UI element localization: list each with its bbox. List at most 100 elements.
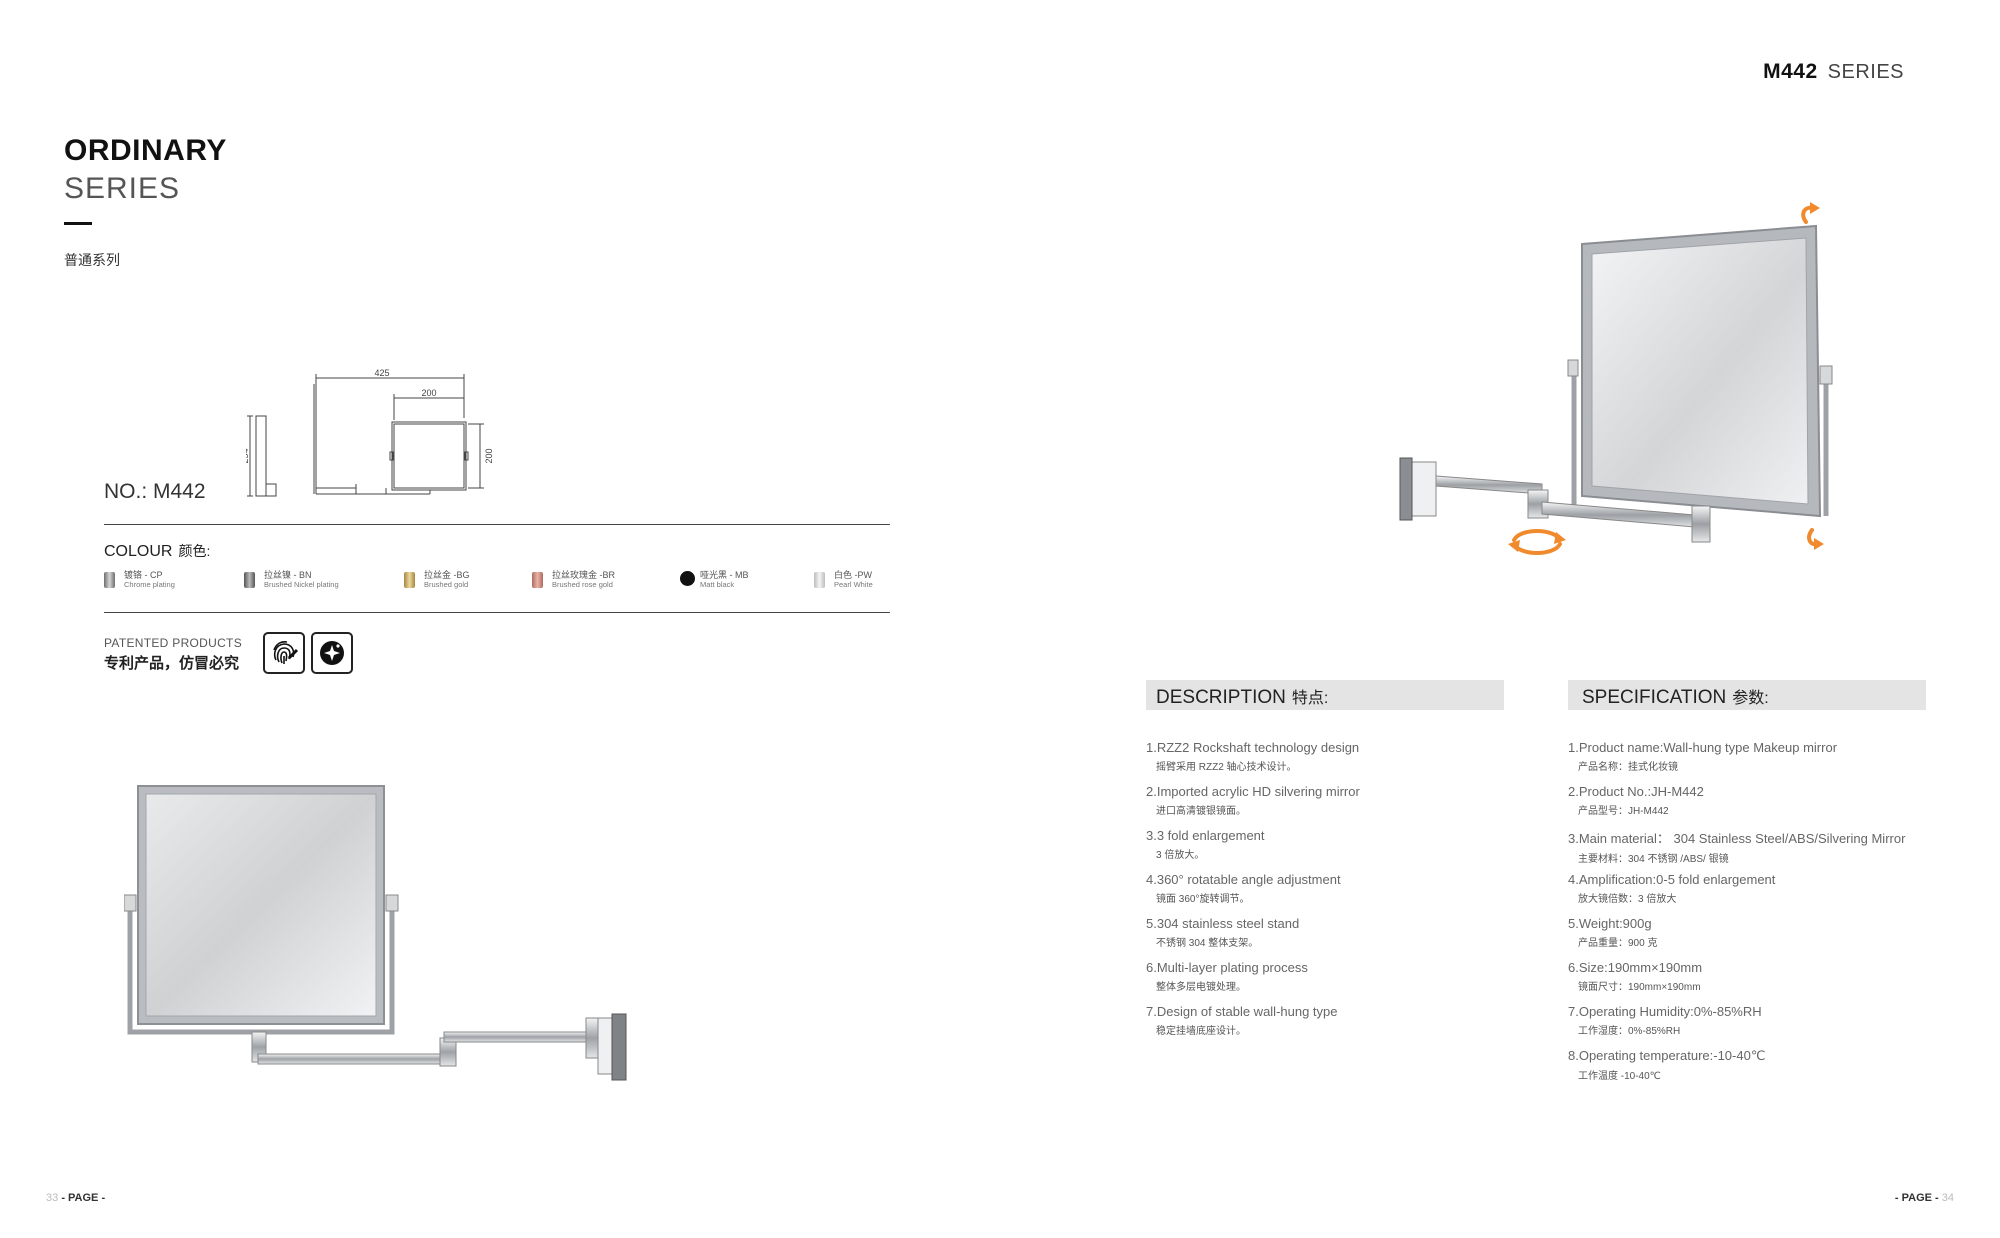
dim-mirror-height: 200 <box>484 448 494 463</box>
specification-item-cn: 产品名称：挂式化妆镜 <box>1578 762 1678 773</box>
specification-item-en: 4.Amplification:0-5 fold enlargement <box>1568 872 1776 887</box>
specification-item-cn: 产品型号：JH-M442 <box>1578 806 1669 817</box>
dim-mirror-width: 200 <box>421 388 436 398</box>
colour-label: COLOUR <box>104 543 173 560</box>
colour-option-cn: 哑光黑 - MB <box>700 570 749 580</box>
list-item: 8.Operating temperature:-10-40℃ 工作温度 -10-… <box>1568 1048 1765 1082</box>
series-tag: M442 SERIES <box>1763 60 1904 84</box>
colour-chip <box>244 572 255 588</box>
description-item-en: 2.Imported acrylic HD silvering mirror <box>1146 784 1360 799</box>
specification-header: SPECIFICATION 参数: <box>1568 680 1926 710</box>
product-image-angled <box>1399 202 1833 555</box>
list-item: 4.360° rotatable angle adjustment 镜面 360°… <box>1146 872 1341 905</box>
list-item: 5.304 stainless steel stand 不锈钢 304 整体支架。 <box>1146 916 1299 949</box>
specification-item-cn: 放大镜倍数：3 倍放大 <box>1578 894 1677 905</box>
specification-item-en: 5.Weight:900g <box>1568 916 1652 931</box>
page-subtitle: SERIES <box>64 172 181 205</box>
sparkle-icon <box>311 632 353 674</box>
page-num-right: 34 <box>1941 1192 1954 1204</box>
list-item: 1.Product name:Wall-hung type Makeup mir… <box>1568 740 1837 773</box>
list-item: 7.Design of stable wall-hung type 稳定挂墙底座设… <box>1146 1004 1338 1037</box>
list-item: 5.Weight:900g 产品重量：900 克 <box>1568 916 1657 949</box>
list-item: 6.Multi-layer plating process 整体多层电镀处理。 <box>1146 960 1308 993</box>
description-item-en: 3.3 fold enlargement <box>1146 828 1265 843</box>
specification-item-cn: 镜面尺寸：190mm×190mm <box>1578 982 1701 993</box>
description-item-en: 6.Multi-layer plating process <box>1146 960 1308 975</box>
colour-option-en: Pearl White <box>834 580 873 589</box>
list-item: 7.Operating Humidity:0%-85%RH 工作湿度：0%-85%… <box>1568 1004 1762 1037</box>
page-number-right: - PAGE - 34 <box>1895 1192 1954 1204</box>
specification-item-cn: 主要材料：304 不锈钢 /ABS/ 银镜 <box>1578 854 1729 865</box>
description-title: DESCRIPTION <box>1156 687 1286 708</box>
description-item-en: 1.RZZ2 Rockshaft technology design <box>1146 740 1360 755</box>
specification-item-en: 7.Operating Humidity:0%-85%RH <box>1568 1004 1762 1019</box>
colour-option-en: Brushed Nickel plating <box>264 580 339 589</box>
product-image-front <box>124 785 627 1081</box>
colour-option-cn: 拉丝玫瑰金 -BR <box>552 570 616 580</box>
description-item-cn: 3 倍放大。 <box>1156 850 1205 861</box>
specification-item-en: 3.Main material： 304 Stainless Steel/ABS… <box>1568 831 1906 846</box>
list-item: 2.Imported acrylic HD silvering mirror 进口… <box>1146 784 1360 817</box>
colour-label-cn: 颜色: <box>178 543 211 559</box>
description-item-cn: 稳定挂墙底座设计。 <box>1156 1026 1246 1037</box>
patent-label: PATENTED PRODUCTS <box>104 636 242 650</box>
patent-label-cn: 专利产品，仿冒必究 <box>104 655 240 672</box>
list-item: 6.Size:190mm×190mm 镜面尺寸：190mm×190mm <box>1568 960 1702 993</box>
description-header: DESCRIPTION 特点: <box>1146 680 1504 710</box>
page-label-left: - PAGE - <box>61 1192 106 1204</box>
description-item-cn: 摇臂采用 RZZ2 轴心技术设计。 <box>1156 762 1297 773</box>
colour-chip <box>104 572 115 588</box>
list-item: 3.Main material： 304 Stainless Steel/ABS… <box>1568 828 1905 865</box>
dim-depth: 254 <box>246 448 250 463</box>
product-number: NO.: M442 <box>104 480 206 503</box>
list-item: 2.Product No.:JH-M442 产品型号：JH-M442 <box>1568 784 1704 817</box>
colour-option-en: Chrome plating <box>124 580 175 589</box>
colour-option-cn: 白色 -PW <box>834 570 872 580</box>
colour-option-en: Brushed gold <box>424 580 469 589</box>
header-series: SERIES <box>1827 61 1904 83</box>
specification-item-en: 6.Size:190mm×190mm <box>1568 960 1703 975</box>
colour-option-cn: 拉丝金 -BG <box>424 570 470 580</box>
title-divider <box>64 222 92 225</box>
fingerprint-icon <box>263 632 305 674</box>
description-title-cn: 特点: <box>1291 690 1329 707</box>
description-item-cn: 进口高清镀银镜面。 <box>1156 806 1246 817</box>
header-model: M442 <box>1763 60 1818 83</box>
page-num-left: 33 <box>46 1192 59 1204</box>
list-item: 4.Amplification:0-5 fold enlargement 放大镜倍… <box>1568 872 1775 905</box>
page-title: ORDINARY <box>64 134 227 167</box>
colour-heading: COLOUR 颜色: <box>104 541 210 561</box>
colour-option-en: Matt black <box>700 580 735 589</box>
colour-chip <box>404 572 415 588</box>
colour-option-cn: 拉丝镍 - BN <box>264 570 312 580</box>
specification-title: SPECIFICATION <box>1582 687 1727 708</box>
description-item-en: 7.Design of stable wall-hung type <box>1146 1004 1338 1019</box>
colour-option-en: Brushed rose gold <box>552 580 613 589</box>
colour-top-divider <box>104 524 890 525</box>
description-item-cn: 镜面 360°旋转调节。 <box>1156 894 1250 905</box>
description-item-en: 5.304 stainless steel stand <box>1146 916 1300 931</box>
page-title-cn: 普通系列 <box>64 252 120 268</box>
description-item-cn: 整体多层电镀处理。 <box>1156 982 1246 993</box>
specification-item-en: 8.Operating temperature:-10-40℃ <box>1568 1048 1766 1063</box>
colour-chip <box>680 571 695 586</box>
description-item-en: 4.360° rotatable angle adjustment <box>1146 872 1341 887</box>
specification-item-en: 1.Product name:Wall-hung type Makeup mir… <box>1568 740 1838 755</box>
dim-total-width: 425 <box>374 368 389 378</box>
colour-chip <box>532 572 543 588</box>
list-item: 1.RZZ2 Rockshaft technology design 摇臂采用 R… <box>1146 740 1359 773</box>
page-label-right: - PAGE - <box>1894 1192 1939 1204</box>
specification-item-cn: 工作温度 -10-40℃ <box>1578 1071 1661 1082</box>
specification-title-cn: 参数: <box>1732 690 1769 707</box>
colour-swatches: 镀铬 - CP Chrome plating 拉丝镍 - BN Brushed … <box>104 568 894 594</box>
technical-drawing: 425 200 200 254 <box>246 368 494 497</box>
colour-chip <box>814 572 825 588</box>
list-item: 3.3 fold enlargement 3 倍放大。 <box>1146 828 1265 861</box>
specification-item-cn: 工作湿度：0%-85%RH <box>1578 1026 1681 1037</box>
colour-bottom-divider <box>104 612 890 613</box>
specification-item-cn: 产品重量：900 克 <box>1578 938 1658 949</box>
colour-option-cn: 镀铬 - CP <box>124 570 163 580</box>
page-number-left: 33 - PAGE - <box>46 1192 105 1204</box>
specification-item-en: 2.Product No.:JH-M442 <box>1568 784 1704 799</box>
description-item-cn: 不锈钢 304 整体支架。 <box>1156 938 1259 949</box>
